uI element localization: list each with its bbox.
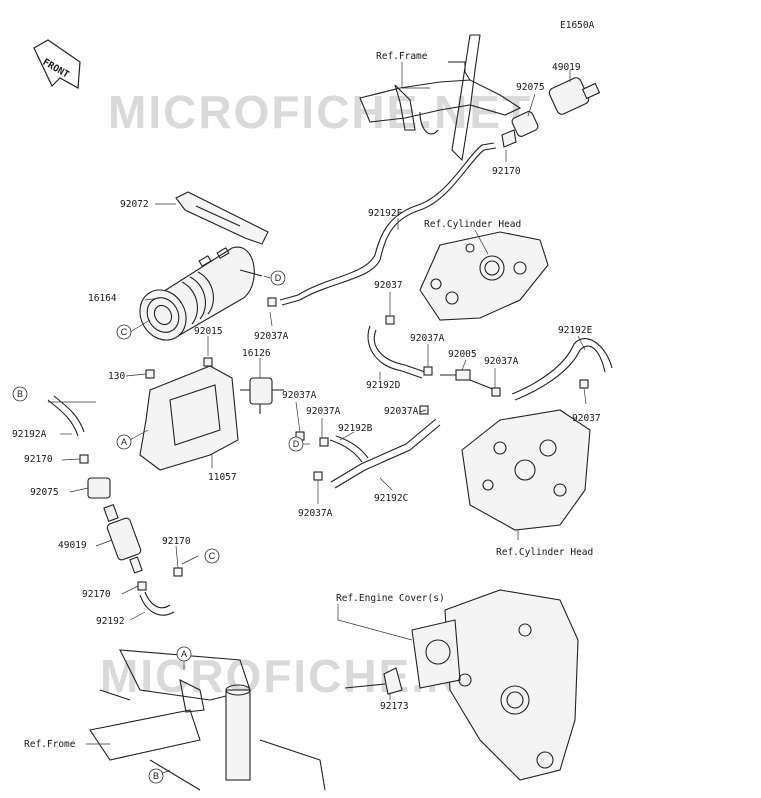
valve-16126 (240, 377, 284, 414)
hose-92192a (47, 399, 79, 437)
label-92075-top: 92075 (516, 82, 545, 93)
label-92192a: 92192A (12, 429, 47, 440)
label-92173: 92173 (380, 701, 409, 712)
engine-cover (411, 589, 579, 781)
label-92170-left: 92170 (24, 454, 53, 465)
label-ref-cyl-head-top: Ref.Cylinder Head (424, 219, 521, 230)
canister-16164 (139, 246, 263, 341)
label-92037a-4: 92037A (282, 390, 317, 401)
label-92192e: 92192E (558, 325, 593, 336)
diagram-code: E1650A (560, 20, 595, 31)
label-92075-left: 92075 (30, 487, 59, 498)
label-92170-top: 92170 (492, 166, 521, 177)
watermark-top: MICROFICHE.NET (108, 86, 532, 138)
svg-text:D: D (293, 439, 300, 449)
label-92037a-7: 92037A (298, 508, 333, 519)
hose-92192b-edge (335, 435, 369, 459)
bolt-92173 (344, 683, 386, 689)
label-92037a-2: 92037A (410, 333, 445, 344)
hose-92192c-edge (330, 418, 437, 483)
cylinder-head-bottom (461, 409, 591, 531)
svg-text:C: C (121, 327, 128, 337)
label-ref-cyl-head-bottom: Ref.Cylinder Head (496, 547, 593, 558)
hose-92192-edge (139, 594, 175, 616)
joint-92005-body (455, 369, 471, 381)
clamp-92170-top (501, 129, 517, 148)
hose-92192 (144, 591, 171, 609)
joint-92075-left (87, 477, 111, 499)
fuel-filter-left (103, 504, 143, 574)
label-92192d: 92192D (366, 380, 401, 391)
label-92037a-1: 92037A (254, 331, 289, 342)
label-92005: 92005 (448, 349, 477, 360)
label-ref-engine-cover: Ref.Engine Cover(s) (336, 593, 445, 604)
ref-frame-bottom-drawing (89, 649, 326, 791)
label-92037a-5: 92037A (306, 406, 341, 417)
hose-92192d-edge (367, 325, 423, 379)
label-92015: 92015 (194, 326, 223, 337)
cylinder-head-top (419, 231, 549, 321)
label-92170-mid: 92170 (162, 536, 191, 547)
svg-text:D: D (275, 273, 282, 283)
label-16126: 16126 (242, 348, 271, 359)
label-92192f: 92192F (368, 208, 403, 219)
label-49019-top: 49019 (552, 62, 581, 73)
label-92037a-6: 92037A (384, 406, 419, 417)
label-92037-1: 92037 (374, 280, 403, 291)
hose-92192f-edge (279, 142, 495, 301)
label-92037-2: 92037 (572, 413, 601, 424)
hose-92192b (329, 439, 363, 463)
callout-b-top: B (12, 386, 28, 402)
svg-text:B: B (153, 771, 159, 781)
label-92192: 92192 (96, 616, 125, 627)
label-ref-frame-top: Ref.Frame (376, 51, 428, 62)
callout-a-bottom: A (176, 646, 192, 662)
callout-d-mid: D (288, 436, 304, 452)
bracket-11057-cutout (169, 384, 221, 446)
callout-c-mid: C (204, 548, 220, 564)
label-130: 130 (108, 371, 125, 382)
hose-92192f (281, 147, 497, 306)
hose-92192e (514, 345, 606, 401)
hose-92192e-edge (511, 338, 613, 395)
label-92192b: 92192B (338, 423, 373, 434)
callout-a-top: A (116, 434, 132, 450)
svg-text:A: A (181, 649, 187, 659)
label-49019-left: 49019 (58, 540, 87, 551)
label-92072: 92072 (120, 199, 149, 210)
hose-92192c (334, 424, 441, 489)
part-labels: Ref.Frame 49019 92075 92170 92072 92192F… (12, 51, 601, 750)
front-arrow-icon: FRONT (33, 39, 81, 89)
hose-92192d (373, 329, 426, 373)
svg-text:A: A (121, 437, 127, 447)
svg-text:B: B (17, 389, 23, 399)
callout-c-top: C (116, 324, 132, 340)
hose-92192a-edge (53, 395, 85, 433)
label-92192c: 92192C (374, 493, 408, 504)
ref-frame-top-drawing (359, 34, 522, 162)
leader-lines (48, 62, 587, 777)
label-92037a-3: 92037A (484, 356, 519, 367)
svg-text:C: C (209, 551, 216, 561)
label-ref-frame-bottom: Ref.Frome (24, 739, 76, 750)
label-16164: 16164 (88, 293, 117, 304)
label-11057: 11057 (208, 472, 237, 483)
bracket-92173 (383, 667, 403, 695)
bracket-slot (195, 205, 241, 227)
fuel-filter-top (511, 77, 601, 137)
callout-d-top: D (270, 270, 286, 286)
clamps (79, 297, 589, 591)
bracket-11057 (139, 365, 239, 471)
callout-b-bottom: B (148, 768, 164, 784)
label-92170-low: 92170 (82, 589, 111, 600)
